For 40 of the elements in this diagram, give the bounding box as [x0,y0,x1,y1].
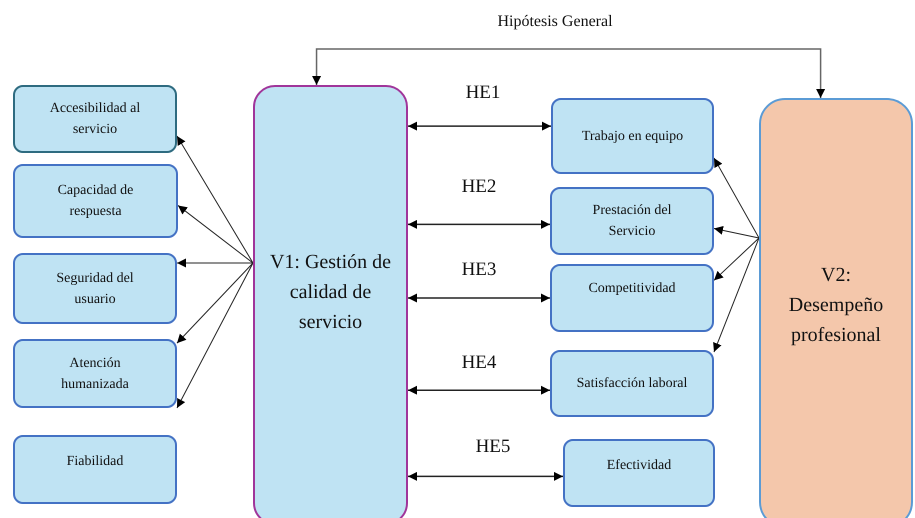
arrow [408,122,551,131]
box-label: Atención humanizada [60,354,130,394]
arrow [178,204,254,264]
arrow [714,238,760,281]
box-label: Seguridad del usuario [55,270,135,308]
arrow [408,220,550,229]
dimension-box [13,339,177,408]
box-label: Prestación del Servicio [592,202,672,241]
arrow [176,262,254,408]
box-label: Efectividad [606,457,672,475]
arrow [714,226,760,238]
dimension-box [13,435,177,504]
arrow [408,294,550,302]
dimension-box [551,98,714,174]
arrow [176,258,254,268]
box-label: Satisfacción laboral [576,375,688,393]
arrow [176,136,254,264]
box-label: Fiabilidad [66,453,124,471]
dimension-box [550,187,714,255]
dimension-box [563,439,715,507]
edge-label: Hipótesis General [495,13,615,31]
dimension-box [13,253,177,324]
arrow [176,262,254,344]
arrow [714,158,760,238]
box-label: Accesibilidad al servicio [48,100,142,139]
arrow [713,238,760,352]
box-label: V2: Desempeño profesional [788,263,884,348]
dimension-box [550,350,714,417]
arrow [408,472,563,481]
arrow [312,48,826,98]
box-label: Trabajo en equipo [582,128,684,146]
box-label: V1: Gestión de calidad de servicio [268,250,392,335]
dimension-box [13,85,177,153]
dimension-box [13,164,178,238]
variable-box [759,98,913,518]
dimension-box [550,264,714,332]
box-label: Capacidad de respuesta [56,182,134,221]
box-label: Competitividad [588,280,676,298]
variable-box [253,85,408,518]
arrow [408,386,550,395]
